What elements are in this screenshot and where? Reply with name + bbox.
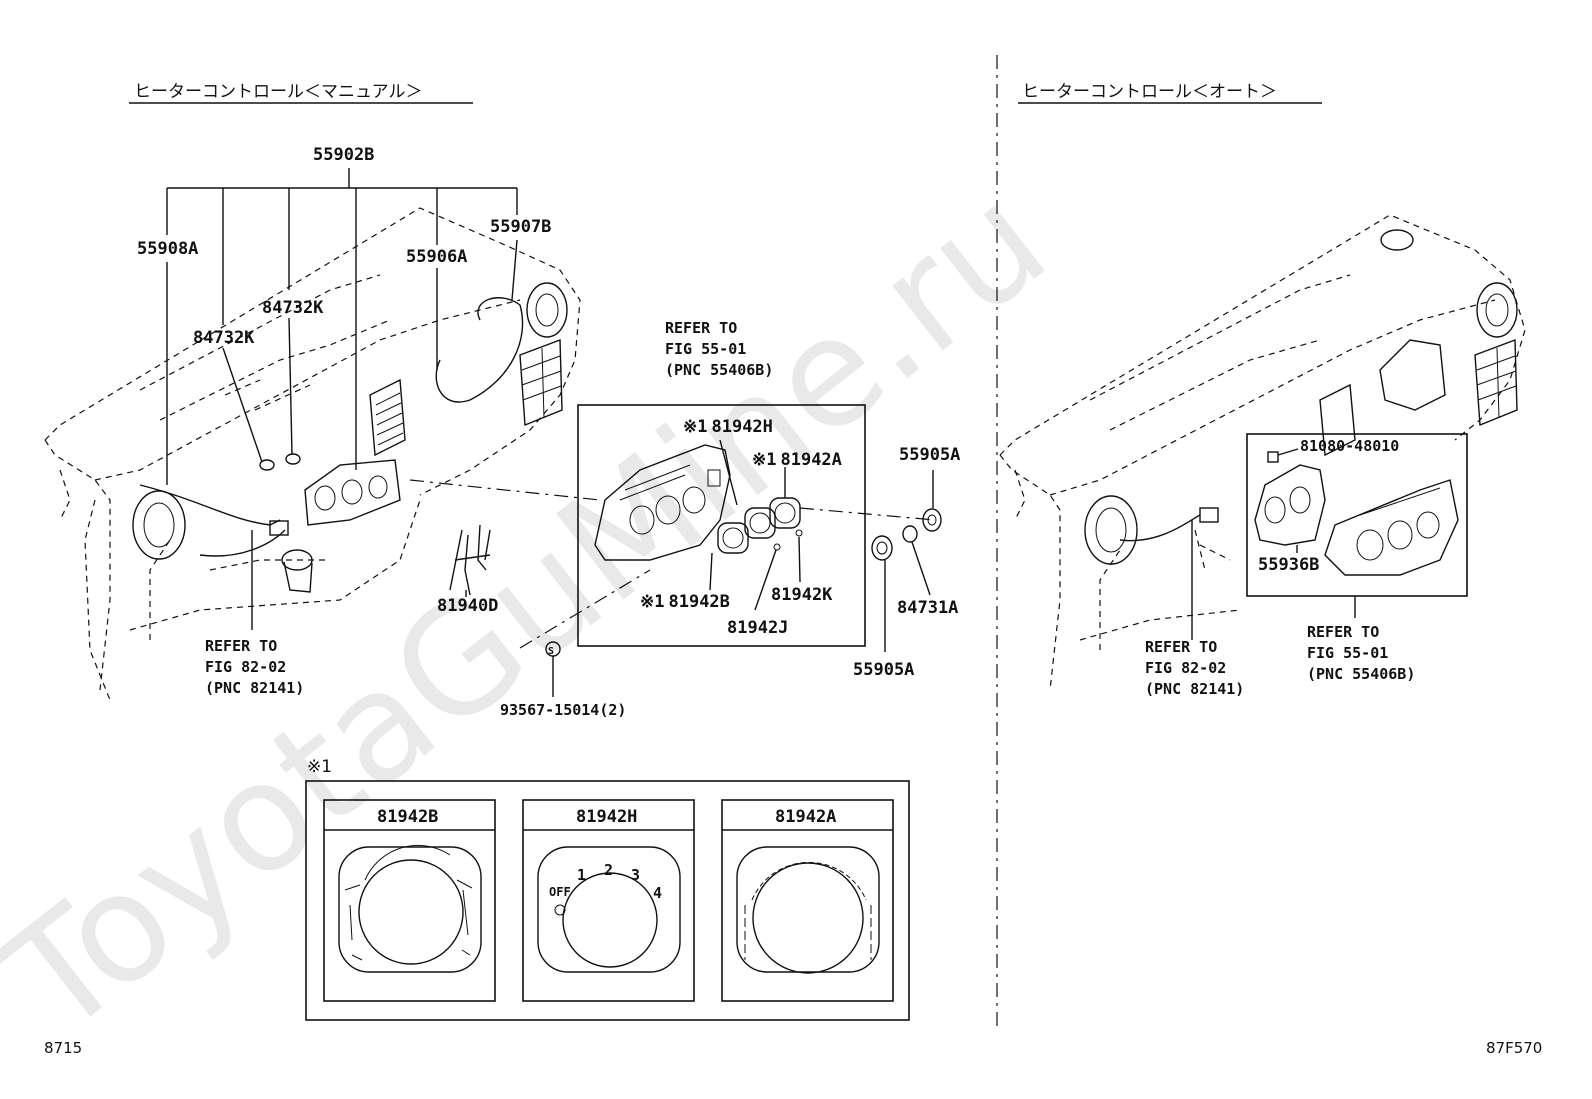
detail-panel-81942h [522,799,695,1002]
control-panel-bezel-drawing [594,444,803,561]
fan-label-2: 2 [604,861,613,879]
refer-right-b-line1: REFER TO [1307,623,1379,641]
fan-label-4: 4 [653,884,662,902]
part-label-55905a-upper: 55905A [899,445,960,465]
part-label-84732k-lower: 84732K [193,328,255,348]
detail-mark: ※1 [307,757,332,777]
explode-link-line-upper [409,479,601,501]
auto-inset-frame [1246,433,1468,597]
detail-frame [305,780,910,1021]
part-label-55908a: 55908A [137,239,198,259]
refer-right-a-line3: (PNC 82141) [1145,680,1244,698]
detail-panel-81942b [323,799,496,1002]
manual-leader-lines [166,168,518,630]
refer-left-line3: (PNC 82141) [205,679,304,697]
footer-right-code: 87F570 [1486,1039,1542,1057]
exploded-leader-lines [709,439,801,611]
auto-control-drawing [1254,448,1459,576]
part-label-55936b: 55936B [1258,555,1319,575]
detail-title-81942h: 81942H [576,807,637,827]
part-label-55905a-lower: 55905A [853,660,914,680]
auto-section-title: ヒーターコントロール＜オート＞ [1022,82,1277,102]
part-label-81080-48010: 81080-48010 [1300,437,1399,455]
detail-title-81942b: 81942B [377,807,438,827]
fan-label-off: OFF [549,885,571,899]
fan-label-1: 1 [577,866,586,884]
part-label-81942j: 81942J [727,618,788,638]
refer-top-line2: FIG 55-01 [665,340,746,358]
part-label-81942k: 81942K [771,585,833,605]
manual-section-title: ヒーターコントロール＜マニュアル＞ [134,82,423,102]
knob-drawings [871,470,942,652]
detail-title-81942a: 81942A [775,807,836,827]
explode-link-line-knob [799,507,936,521]
footer-left-code: 8715 [44,1039,82,1057]
part-label-84732k-upper: 84732K [262,298,324,318]
part-label-55902b: 55902B [313,145,374,165]
refer-right-a-line1: REFER TO [1145,638,1217,656]
refer-left-line2: FIG 82-02 [205,658,286,676]
refer-left-line1: REFER TO [205,637,277,655]
explode-link-line-lower [519,569,651,649]
refer-right-b-line2: FIG 55-01 [1307,644,1388,662]
part-label-81940d: 81940D [437,596,498,616]
detail-panel-81942a [721,799,894,1002]
part-label-55907b: 55907B [490,217,551,237]
exploded-view-frame [577,404,866,647]
refer-right-a-line2: FIG 82-02 [1145,659,1226,677]
fan-label-3: 3 [631,866,640,884]
refer-right-b-line3: (PNC 55406B) [1307,665,1415,683]
auto-dashboard-drawing [999,214,1526,691]
refer-top-line3: (PNC 55406B) [665,361,773,379]
refer-top-line1: REFER TO [665,319,737,337]
part-label-93567-15014: 93567-15014(2) [500,701,626,719]
part-label-84731a: 84731A [897,598,958,618]
svg-text:S: S [548,646,554,657]
part-label-55906a: 55906A [406,247,467,267]
